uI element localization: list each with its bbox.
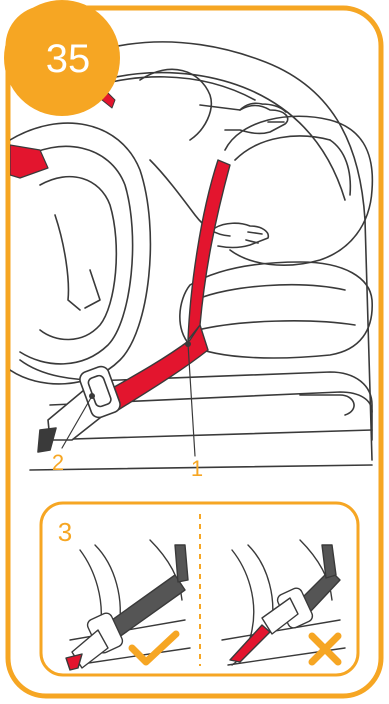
inset-label: 3 (58, 517, 72, 547)
callout-label-2: 2 (52, 450, 64, 475)
step-number: 35 (46, 37, 91, 81)
callout-label-1: 1 (191, 456, 203, 481)
